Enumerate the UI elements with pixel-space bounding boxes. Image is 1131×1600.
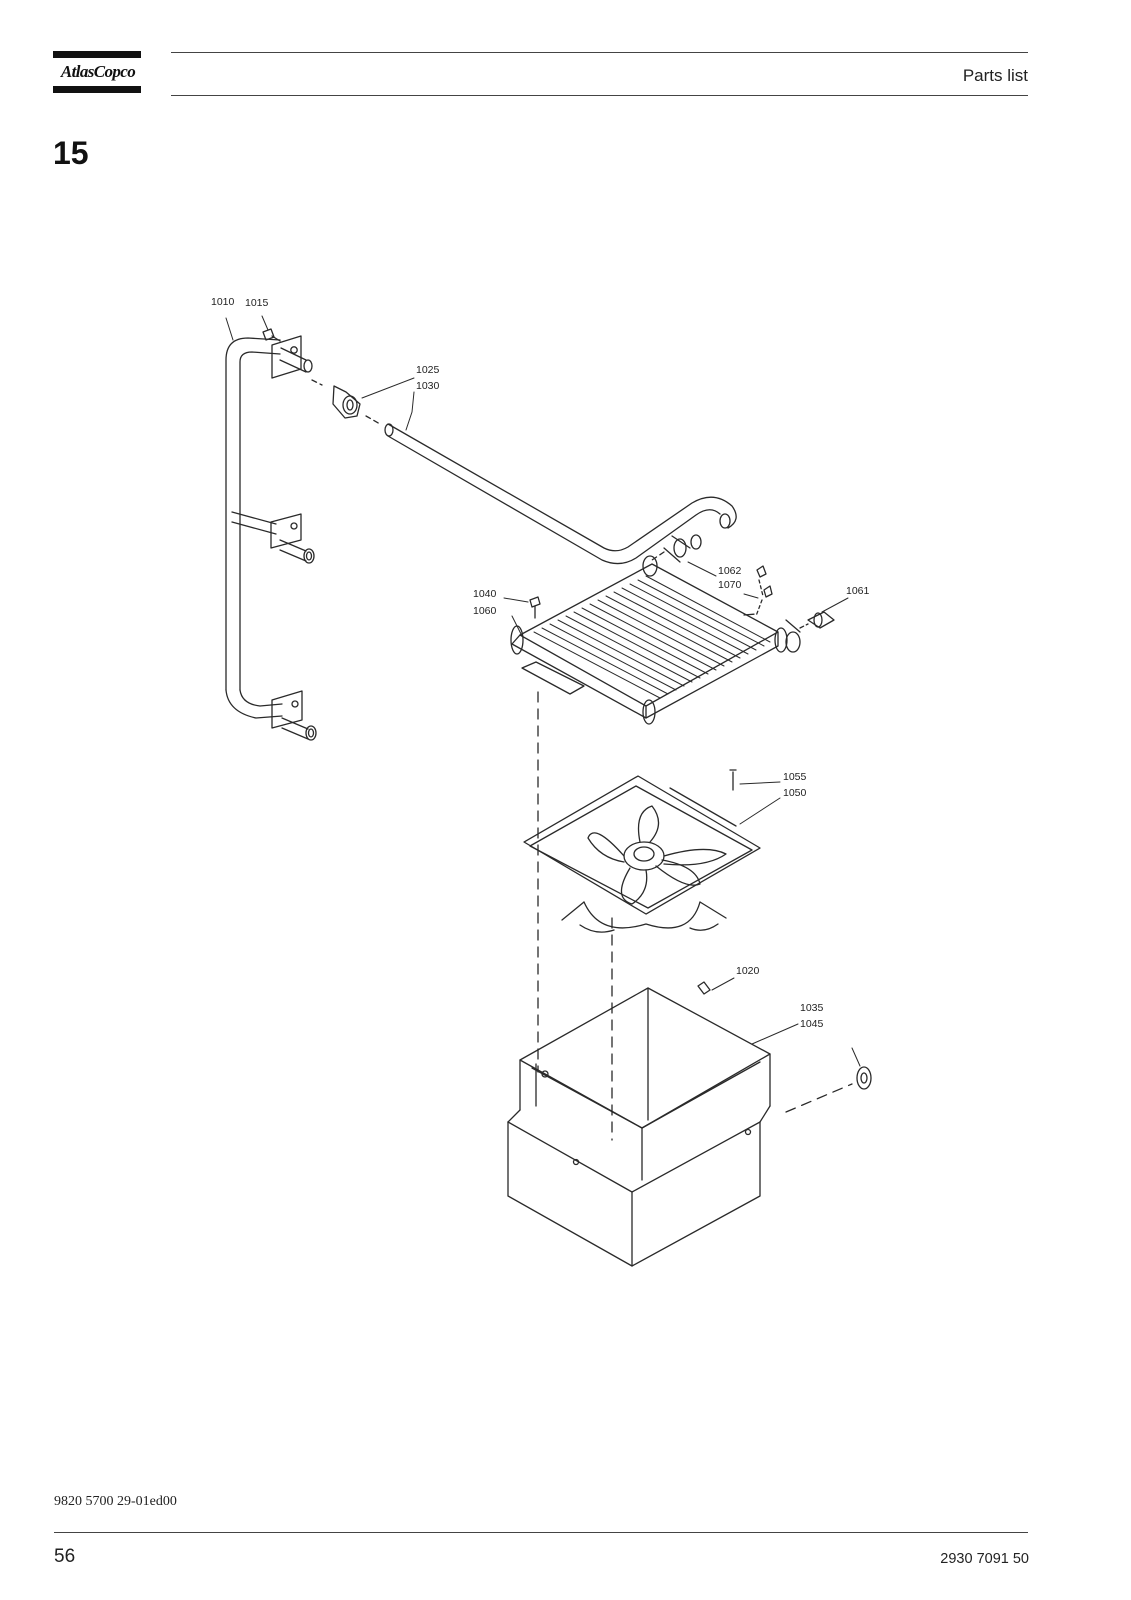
- fan-assembly: [523, 769, 761, 933]
- callout-1025: 1025: [416, 364, 440, 376]
- logo-bar-bottom: [53, 86, 141, 93]
- callout-1030: 1030: [416, 380, 440, 392]
- fan-housing-box: [507, 981, 872, 1267]
- callout-1015: 1015: [245, 297, 269, 309]
- callout-1060: 1060: [473, 605, 497, 617]
- atlas-copco-logo: AtlasCopco: [53, 51, 141, 93]
- section-number: 15: [53, 135, 89, 171]
- callout-1035: 1035: [800, 1002, 824, 1014]
- heat-exchanger-core: [510, 555, 835, 725]
- logo-wordmark: AtlasCopco: [60, 62, 136, 81]
- document-code: 9820 5700 29-01ed00: [54, 1494, 177, 1509]
- callout-1055: 1055: [783, 771, 807, 783]
- callout-1062: 1062: [718, 565, 742, 577]
- callout-leaders: [225, 315, 861, 1067]
- callout-1061: 1061: [846, 585, 870, 597]
- callout-1070: 1070: [718, 579, 742, 591]
- callout-1020: 1020: [736, 965, 760, 977]
- footer-rule: [54, 1532, 1028, 1533]
- callout-1040: 1040: [473, 588, 497, 600]
- callout-1045: 1045: [800, 1018, 824, 1030]
- vertical-pipe-assembly: [225, 328, 317, 741]
- pipe-fitting-and-hose: [311, 379, 737, 565]
- manual-number: 2930 7091 50: [940, 1551, 1029, 1567]
- callout-1010: 1010: [211, 296, 235, 308]
- header-rule-top: [171, 52, 1028, 53]
- logo-bar-top: [53, 51, 141, 58]
- page-header-title: Parts list: [962, 66, 1028, 85]
- header-rule-bottom: [171, 95, 1028, 96]
- callout-1050: 1050: [783, 787, 807, 799]
- page-number: 56: [54, 1546, 76, 1567]
- assembly-guide-lines: [537, 613, 853, 1141]
